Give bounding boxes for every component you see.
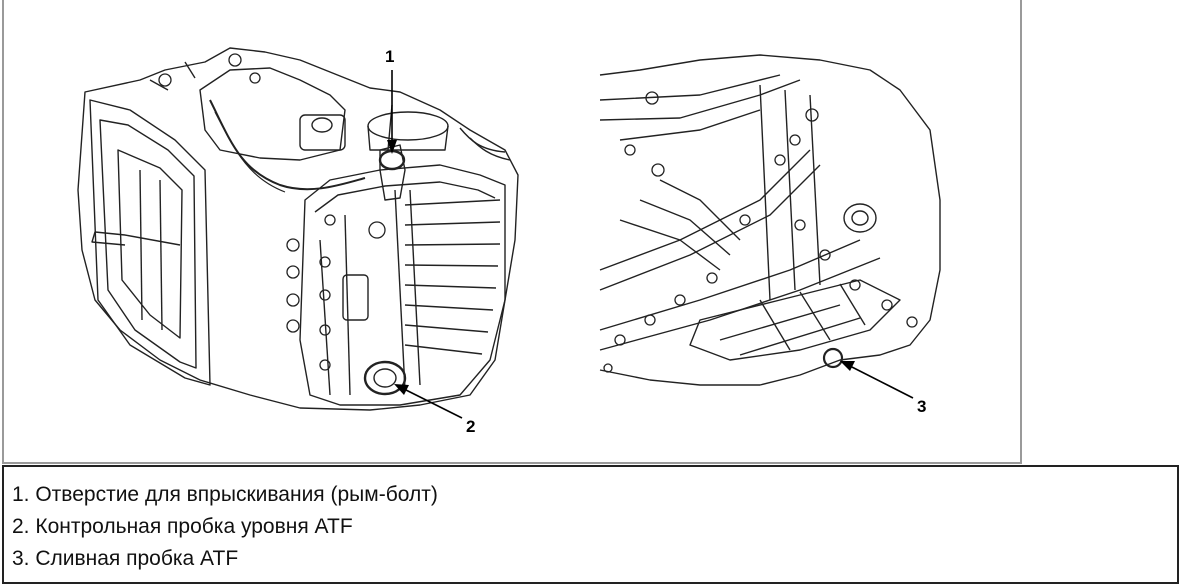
figure-frame [2,0,1022,464]
transmission-assembly-drawing [77,47,519,411]
legend-item-drain-plug: 3. Сливная пробка ATF [12,547,239,570]
legend-box: 1. Отверстие для впрыскивания (рым-болт)… [2,465,1179,584]
callout-2: 2 [466,417,475,436]
callout-3: 3 [917,397,926,416]
legend-item-fill-hole: 1. Отверстие для впрыскивания (рым-болт) [12,483,438,506]
transmission-underside-drawing [599,54,941,386]
leader-line-2 [399,386,463,419]
transmission-illustration: 1 2 3 [77,47,941,436]
callout-1: 1 [385,47,394,66]
leader-line-3 [845,363,914,399]
legend-item-level-check-plug: 2. Контрольная пробка уровня ATF [12,515,353,538]
arrowhead-2 [394,384,409,395]
arrowhead-1 [387,140,397,154]
arrowhead-3 [840,361,855,371]
